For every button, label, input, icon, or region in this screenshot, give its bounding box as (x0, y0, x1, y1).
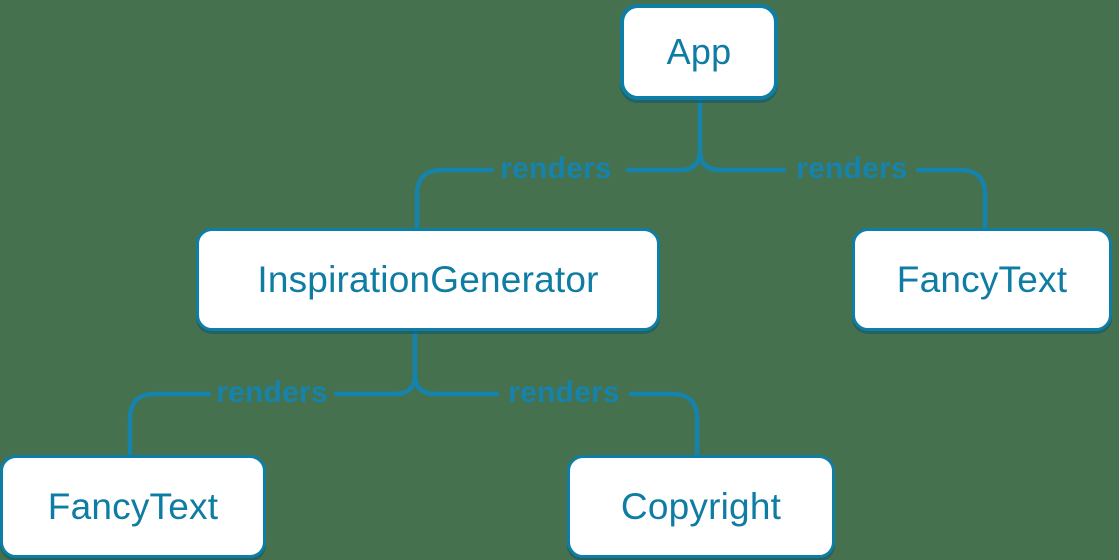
node-inspiration-generator-label: InspirationGenerator (257, 258, 599, 300)
edge-to-inspiration-generator (414, 167, 495, 231)
edge-ig-stub-left (333, 329, 418, 397)
node-inspiration-generator: InspirationGenerator (196, 228, 660, 331)
node-copyright: Copyright (567, 455, 835, 558)
node-fancy-text-right: FancyText (852, 228, 1112, 331)
node-fancy-text-right-label: FancyText (896, 258, 1068, 300)
edge-label-app-inspiration-generator: renders (500, 152, 612, 185)
edge-to-fancy-text-right (915, 167, 988, 231)
node-app: App (620, 4, 778, 100)
edge-ig-stub-right (412, 371, 500, 397)
edge-app-stub-left (625, 97, 703, 173)
edge-to-copyright (628, 391, 700, 458)
edge-label-ig-copyright: renders (508, 376, 620, 409)
node-fancy-text-left: FancyText (0, 455, 266, 558)
edge-label-app-fancy-text: renders (796, 152, 908, 185)
edge-label-ig-fancy-text: renders (216, 376, 328, 409)
edge-app-stub-right (697, 147, 787, 173)
node-copyright-label: Copyright (620, 485, 782, 527)
node-fancy-text-left-label: FancyText (47, 485, 219, 527)
edge-to-fancy-text-left (127, 391, 212, 458)
node-app-label: App (666, 31, 732, 72)
